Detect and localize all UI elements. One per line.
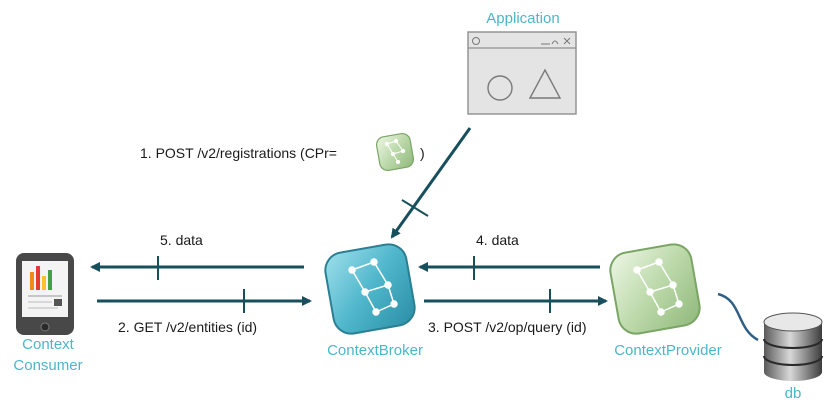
context-consumer-label-line1: Context bbox=[22, 336, 75, 353]
step4-label: 4. data bbox=[476, 232, 519, 248]
context-provider-label: ContextProvider bbox=[614, 342, 722, 359]
context-broker-icon bbox=[324, 243, 416, 335]
step3-label: 3. POST /v2/op/query (id) bbox=[428, 319, 586, 335]
database-icon bbox=[717, 292, 823, 381]
context-provider-icon bbox=[609, 243, 701, 335]
application-label: Application bbox=[486, 10, 559, 27]
step1-label: 1. POST /v2/registrations (CPr= bbox=[140, 145, 337, 161]
arrow-step4-data bbox=[418, 256, 600, 280]
arrow-step5-data bbox=[90, 256, 304, 280]
arrow-step2-get bbox=[97, 289, 312, 313]
tablet-icon bbox=[16, 253, 74, 335]
step5-label: 5. data bbox=[160, 232, 203, 248]
arrow-step3-query bbox=[424, 289, 608, 313]
step2-label: 2. GET /v2/entities (id) bbox=[118, 319, 257, 335]
context-provider-mini-icon bbox=[375, 132, 415, 172]
arrow-step1-registration bbox=[390, 127, 472, 239]
context-consumer-label-line2: Consumer bbox=[13, 357, 82, 374]
context-broker-label: ContextBroker bbox=[327, 342, 423, 359]
step1-label-close: ) bbox=[420, 145, 425, 161]
application-window-icon bbox=[467, 31, 577, 115]
db-label: db bbox=[785, 385, 802, 402]
